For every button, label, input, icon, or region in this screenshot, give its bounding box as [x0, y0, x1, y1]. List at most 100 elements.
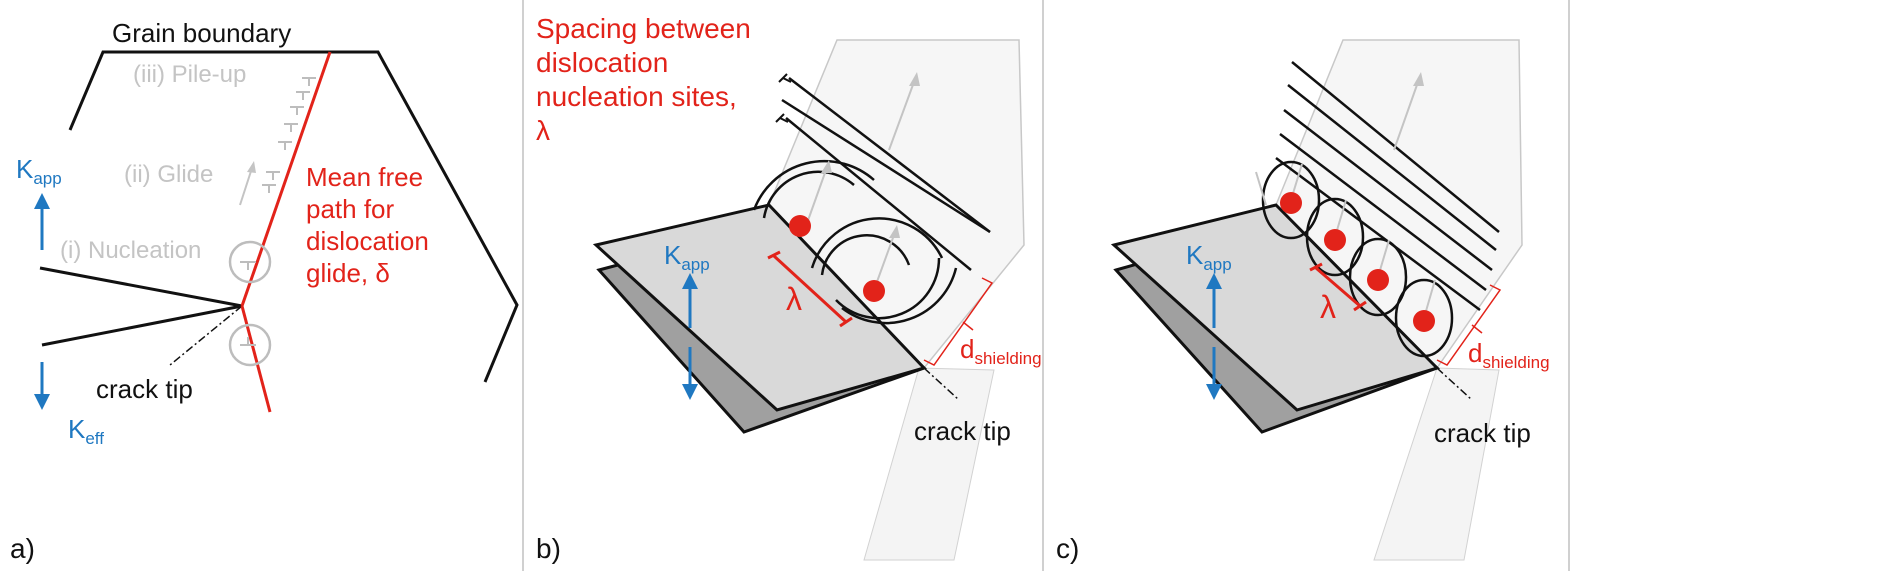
spacing-title-line-4: λ [536, 115, 550, 146]
grain-boundary-line [68, 50, 519, 383]
glide-direction-arrow-head [909, 72, 920, 86]
slip-plane-line [240, 51, 332, 307]
panel-a-label: a) [10, 533, 35, 564]
dislocation-symbol [278, 141, 292, 150]
k-app-arrow-head [682, 273, 698, 289]
dislocation-symbol [240, 261, 256, 270]
k-app-arrow-down-head [682, 384, 698, 400]
panel-divider [1042, 0, 1044, 571]
panel-c: Kapp λ dshielding crack tip c) [1044, 0, 1568, 571]
panel-b-label: b) [536, 533, 561, 564]
dislocation-symbol [778, 73, 792, 83]
dislocation-line [788, 77, 991, 233]
k-app-arrow-head [34, 193, 50, 209]
panel-a-diagram: Grain boundary (iii) Pile-up (ii) Glide … [10, 18, 519, 564]
mean-free-path-line-4: glide, δ [306, 258, 390, 288]
dislocation-line [1275, 156, 1481, 312]
k-app-arrow-down-head [1206, 384, 1222, 400]
slip-plane-line-lower [240, 305, 272, 413]
nucleation-site [1367, 269, 1389, 291]
d-shielding-label: dshielding [1468, 338, 1550, 372]
glide-direction-arrow-head [1413, 72, 1424, 86]
k-eff-label: Keff [68, 414, 104, 448]
crack-tip-plane-extension [1373, 367, 1500, 561]
spacing-title-line-3: nucleation sites, [536, 81, 737, 112]
lambda-tick [839, 316, 853, 328]
d-shielding-bracket [923, 277, 994, 366]
d-shielding-tick [1471, 324, 1483, 334]
glide-direction-arrow [888, 81, 915, 151]
panel-b: Spacing between dislocation nucleation s… [524, 0, 1042, 571]
dislocation-symbol [290, 106, 304, 115]
dislocation-loop [835, 257, 941, 320]
crack-upper-face [39, 266, 243, 308]
pile-up-label: (iii) Pile-up [133, 61, 246, 88]
lambda-tick [1353, 300, 1367, 312]
dislocation-line [1279, 133, 1487, 291]
dislocation-symbol [262, 184, 276, 193]
k-app-label: Kapp [664, 240, 710, 274]
mean-free-path-line-2: path for [306, 194, 395, 224]
nucleation-label: (i) Nucleation [60, 237, 201, 264]
d-shielding-bracket [1436, 284, 1502, 366]
crack-tip-dashdot [1436, 367, 1473, 401]
crack-tip-plane-extension [863, 367, 995, 561]
dislocation-loop [820, 234, 911, 276]
glide-label: (ii) Glide [124, 161, 213, 188]
d-shielding-tick [962, 321, 974, 331]
crack-tip-label: crack tip [96, 374, 193, 404]
glide-direction-arrow-head [889, 225, 900, 238]
mean-free-path-line-1: Mean free [306, 162, 423, 192]
k-eff-arrow-head [34, 394, 50, 410]
crack-tip-label: crack tip [914, 416, 1011, 446]
dislocation-symbol [302, 77, 316, 86]
panel-divider [1568, 0, 1570, 571]
spacing-title-line-2: dislocation [536, 47, 668, 78]
glide-direction-arrow [1393, 81, 1419, 151]
glide-arrow [239, 167, 253, 206]
crack-tip-dashdot [923, 367, 960, 401]
lambda-arrow [772, 254, 848, 324]
dislocation-symbol [266, 171, 280, 180]
glide-arrow-head [247, 161, 256, 173]
grain-boundary-label: Grain boundary [112, 18, 291, 48]
nucleation-circle-upper [228, 240, 272, 284]
glide-direction-arrow-head [821, 160, 832, 173]
dislocation-line [1283, 109, 1493, 271]
dislocation-line [781, 98, 991, 234]
k-app-arrow-head [1206, 273, 1222, 289]
dislocation-loop [810, 217, 944, 269]
k-app-label: Kapp [1186, 240, 1232, 274]
nucleation-site [789, 215, 811, 237]
panel-c-diagram: Kapp λ dshielding crack tip c) [1056, 39, 1550, 564]
nucleation-site [1280, 192, 1302, 214]
panel-c-label: c) [1056, 533, 1079, 564]
lambda-tick [767, 250, 781, 260]
glide-direction-arrow [805, 169, 827, 227]
panel-b-diagram: Spacing between dislocation nucleation s… [536, 13, 1042, 564]
k-app-label: Kapp [16, 154, 62, 188]
nucleation-site [863, 280, 885, 302]
glide-direction-arrow [1255, 171, 1267, 206]
lambda-arrow [1315, 266, 1361, 308]
dislocation-loop [1261, 160, 1321, 240]
dislocation-loop [1394, 278, 1454, 358]
panel-divider [522, 0, 524, 571]
nucleation-site [1324, 229, 1346, 251]
dislocation-loop [762, 170, 855, 219]
dislocation-symbol [240, 337, 256, 346]
dislocation-symbol [284, 123, 298, 132]
dislocation-loop [1305, 197, 1365, 277]
dislocation-loop [841, 267, 958, 325]
spacing-title-line-1: Spacing between [536, 13, 751, 44]
dislocation-loop [752, 159, 875, 211]
dislocation-symbol [296, 91, 310, 100]
lambda-label: λ [786, 281, 802, 317]
lambda-tick [1309, 262, 1323, 272]
lambda-label: λ [1320, 289, 1336, 325]
dislocation-line [1287, 84, 1497, 251]
mean-free-path-line-3: dislocation [306, 226, 429, 256]
crack-lower-face [41, 304, 243, 347]
panel-a: Grain boundary (iii) Pile-up (ii) Glide … [0, 0, 522, 571]
d-shielding-label: dshielding [960, 334, 1042, 368]
